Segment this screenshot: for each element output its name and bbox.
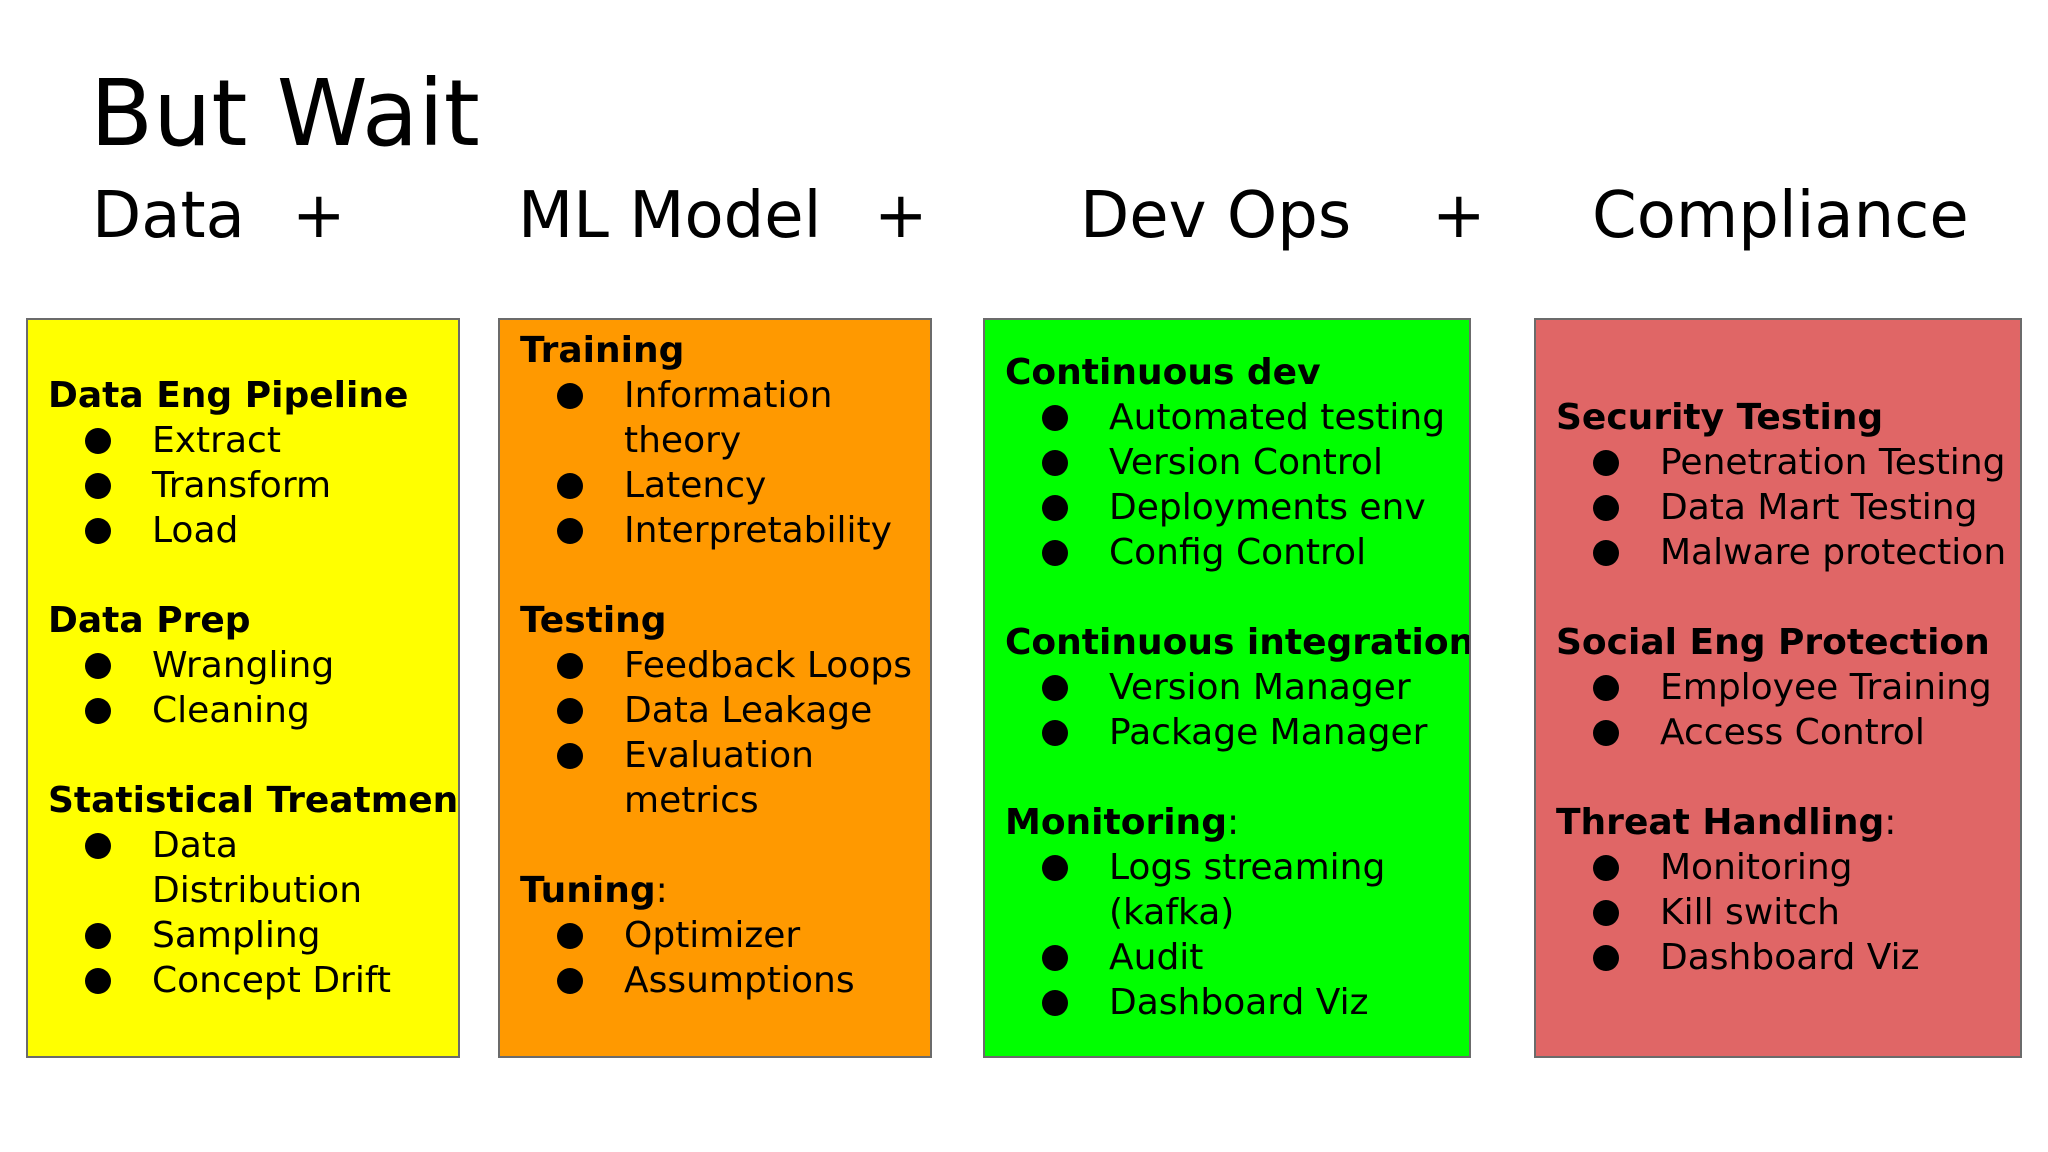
list-item: Access Control: [1536, 710, 2020, 755]
list-item: Malware protection: [1536, 530, 2020, 575]
section-title: Social Eng Protection: [1556, 622, 1990, 663]
list-item: Automated testing: [985, 395, 1469, 440]
list-item: Deployments env: [985, 485, 1469, 530]
list-item: Data Leakage: [500, 688, 930, 733]
list-item: Penetration Testing: [1536, 440, 2020, 485]
section-title: Continuous integration: [1005, 622, 1471, 663]
list-item: Data Mart Testing: [1536, 485, 2020, 530]
section-title: Tuning:: [520, 870, 668, 911]
list-item: Concept Drift: [28, 958, 458, 1003]
list-item: Extract: [28, 418, 458, 463]
list-item: Interpretability: [500, 508, 930, 553]
list-item: Monitoring: [1536, 845, 2020, 890]
list-item: Optimizer: [500, 913, 930, 958]
section-title: Security Testing: [1556, 397, 1884, 438]
section-title: Data Eng Pipeline: [48, 375, 409, 416]
section-title: Statistical Treatment:: [48, 780, 460, 821]
section-title: Training: [520, 330, 685, 371]
box-data: Data Eng Pipeline Extract Transform Load…: [26, 318, 460, 1058]
list-item: Assumptions: [500, 958, 930, 1003]
list-item: Logs streaming (kafka): [985, 845, 1469, 935]
list-item: Kill switch: [1536, 890, 2020, 935]
section-title: Threat Handling:: [1556, 802, 1897, 843]
list-item: Information theory: [500, 373, 930, 463]
list-item: Version Manager: [985, 665, 1469, 710]
slide-title: But Wait: [90, 60, 480, 167]
box-compliance: Security Testing Penetration Testing Dat…: [1534, 318, 2022, 1058]
list-item: Audit: [985, 935, 1469, 980]
heading-data: Data: [92, 179, 245, 253]
list-item: Dashboard Viz: [985, 980, 1469, 1025]
list-item: Feedback Loops: [500, 643, 930, 688]
heading-plus-1: +: [292, 179, 346, 253]
list-item: Config Control: [985, 530, 1469, 575]
list-item: Evaluation metrics: [500, 733, 930, 823]
box-dev-ops: Continuous dev Automated testing Version…: [983, 318, 1471, 1058]
list-item: Data Distribution: [28, 823, 458, 913]
heading-dev-ops: Dev Ops: [1080, 179, 1352, 253]
list-item: Version Control: [985, 440, 1469, 485]
list-item: Sampling: [28, 913, 458, 958]
heading-plus-3: +: [1432, 179, 1486, 253]
list-item: Transform: [28, 463, 458, 508]
section-title: Testing: [520, 600, 667, 641]
heading-compliance: Compliance: [1592, 179, 1969, 253]
list-item: Latency: [500, 463, 930, 508]
section-title: Monitoring:: [1005, 802, 1240, 843]
heading-plus-2: +: [874, 179, 928, 253]
list-item: Load: [28, 508, 458, 553]
list-item: Employee Training: [1536, 665, 2020, 710]
box-ml-model: Training Information theory Latency Inte…: [498, 318, 932, 1058]
list-item: Wrangling: [28, 643, 458, 688]
list-item: Dashboard Viz: [1536, 935, 2020, 980]
heading-ml-model: ML Model: [518, 179, 822, 253]
section-title: Data Prep: [48, 600, 251, 641]
list-item: Package Manager: [985, 710, 1469, 755]
list-item: Cleaning: [28, 688, 458, 733]
section-title: Continuous dev: [1005, 352, 1321, 393]
